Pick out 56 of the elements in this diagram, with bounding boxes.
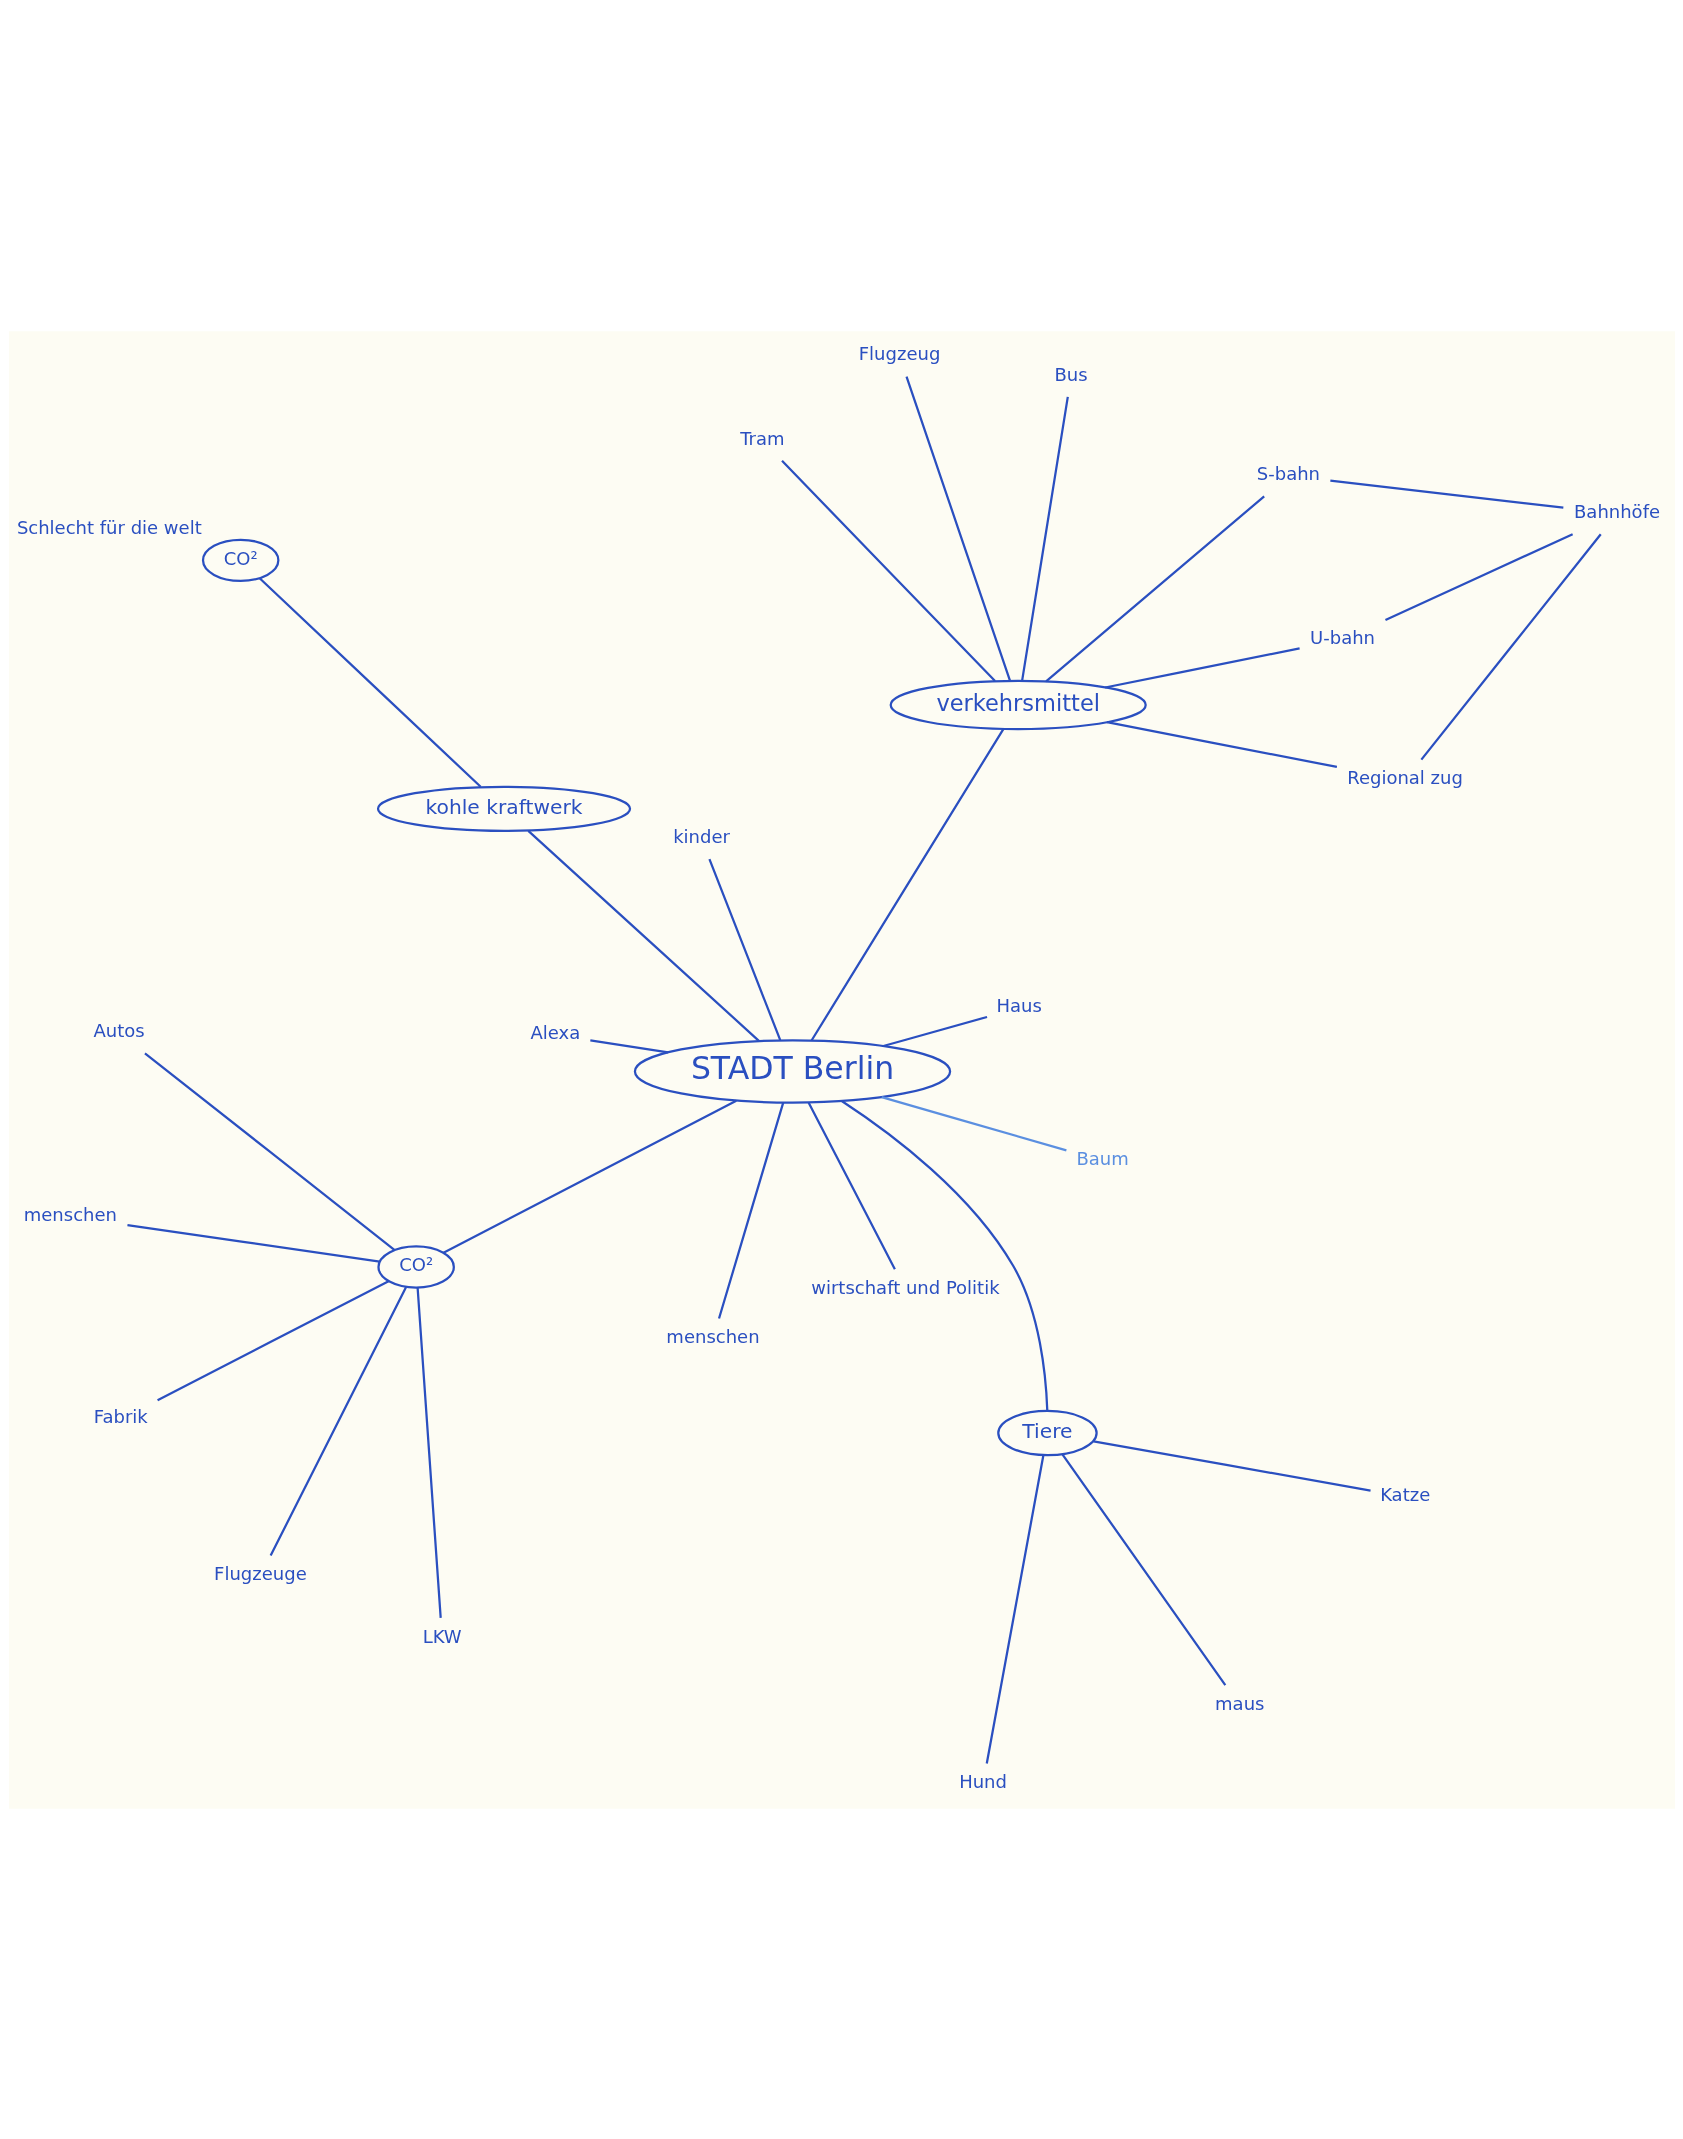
node-text: Flugzeuge	[213, 1562, 307, 1584]
connector	[589, 1038, 668, 1053]
connector	[840, 1099, 1048, 1410]
connector	[1104, 646, 1300, 689]
node-text: Katze	[1379, 1483, 1430, 1505]
connector	[442, 1099, 737, 1254]
node-text: Fabrik	[93, 1405, 148, 1427]
node-label: Schlecht für die welt	[16, 516, 202, 538]
node-text: Flugzeug	[858, 342, 940, 364]
node-text: Tram	[739, 427, 784, 449]
connector	[882, 1015, 987, 1047]
node-text: Baum	[1075, 1147, 1129, 1169]
node-text: Haus	[995, 994, 1042, 1016]
node-text: maus	[1214, 1692, 1264, 1714]
connector	[985, 1454, 1044, 1764]
connector	[143, 1051, 395, 1251]
connector	[1420, 533, 1602, 760]
connector	[807, 1101, 896, 1270]
node-text: Autos	[93, 1019, 145, 1041]
connector	[269, 1285, 407, 1556]
connector	[527, 829, 760, 1042]
node-text: U-bahn	[1309, 626, 1375, 648]
node-text: Bahnhöfe	[1573, 500, 1660, 522]
node-text: Regional zug	[1346, 766, 1463, 788]
node-text: menschen	[23, 1203, 117, 1225]
node-text: menschen	[665, 1325, 760, 1347]
connector	[1092, 1439, 1371, 1492]
connector	[1106, 720, 1337, 768]
connector	[780, 459, 996, 682]
connector	[416, 1287, 442, 1618]
node-text: Bus	[1053, 363, 1088, 385]
connector	[1044, 495, 1265, 682]
connector	[904, 375, 1011, 681]
connector	[1020, 396, 1069, 681]
node-ellipse: CO²	[376, 1244, 455, 1289]
connector	[126, 1223, 380, 1263]
node-text: kinder	[672, 825, 730, 847]
connector	[156, 1279, 389, 1401]
node-text: S-bahn	[1256, 462, 1320, 484]
connector	[258, 576, 481, 788]
node-text: LKW	[422, 1625, 462, 1647]
node-ellipse: STADT Berlin	[633, 1038, 951, 1104]
connector	[1061, 1453, 1226, 1686]
connector	[880, 1095, 1067, 1151]
connector	[1329, 479, 1563, 509]
connector	[810, 727, 1004, 1041]
connector	[707, 858, 781, 1040]
node-text: wirtschaft und Politik	[810, 1276, 1000, 1298]
node-text: Hund	[958, 1770, 1007, 1792]
connector	[717, 1101, 784, 1319]
node-text: Alexa	[529, 1021, 580, 1043]
node-ellipse: CO²	[201, 538, 279, 582]
node-ellipse: kohle kraftwerk	[376, 785, 631, 832]
connector	[1384, 532, 1573, 621]
node-ellipse: verkehrsmittel	[889, 679, 1147, 730]
node-ellipse: Tiere	[996, 1409, 1098, 1456]
